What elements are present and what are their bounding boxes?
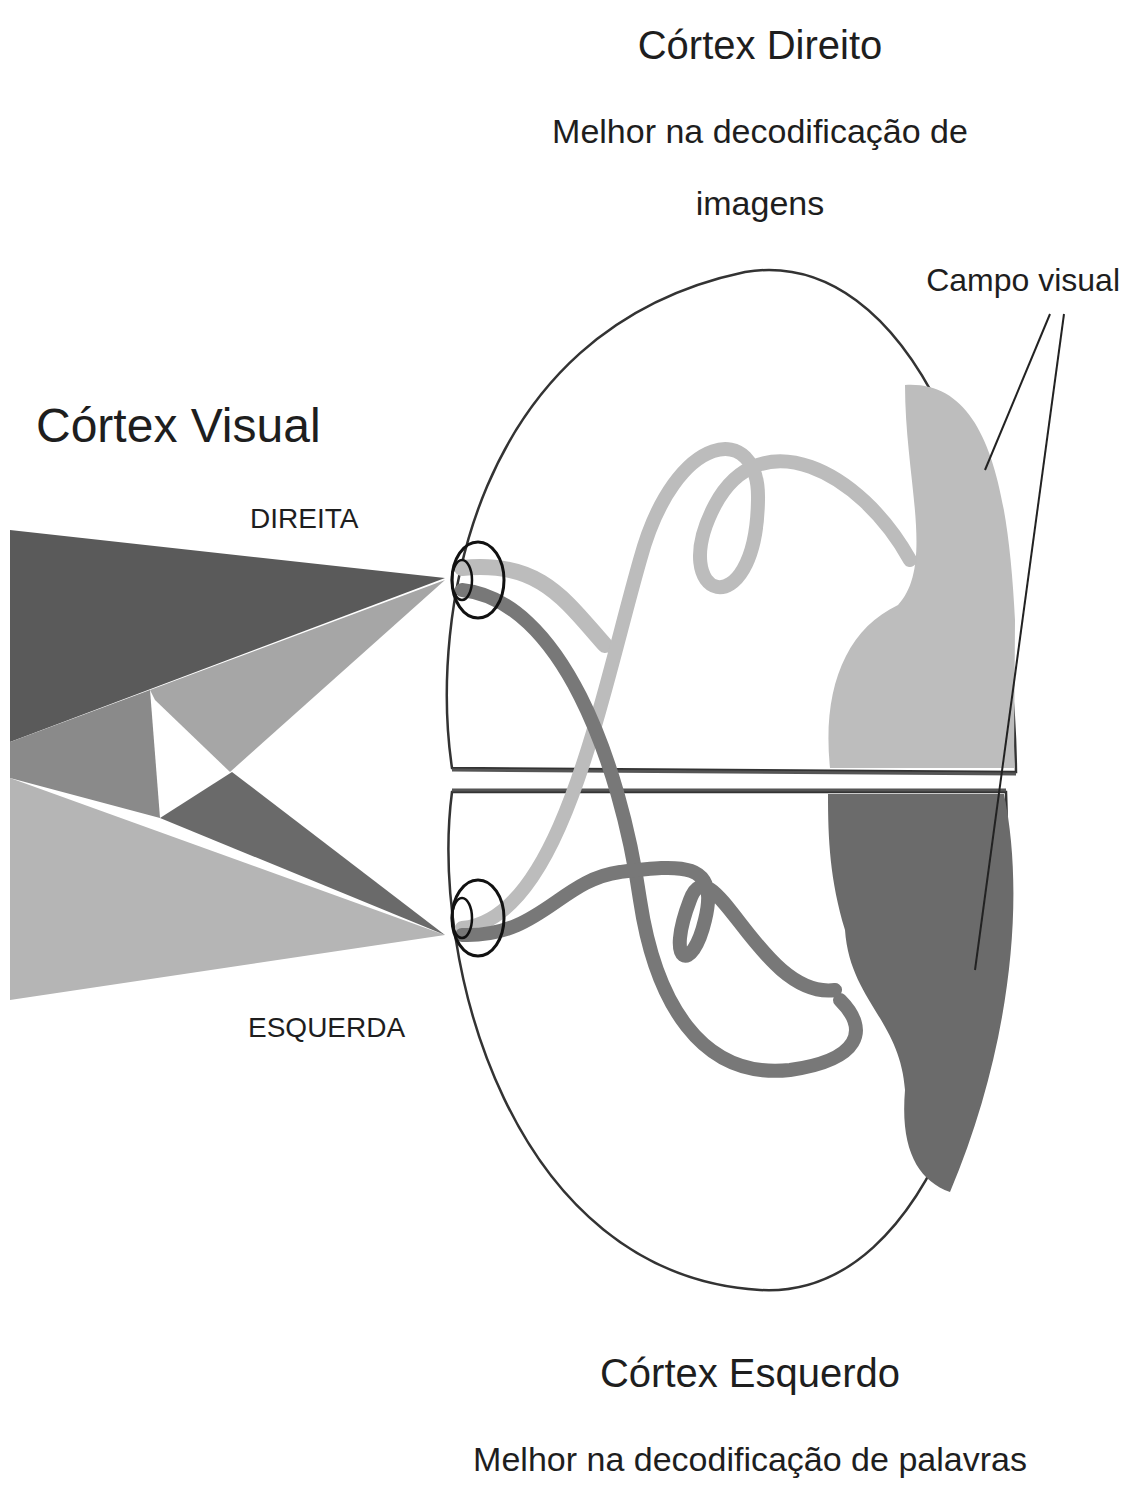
field-cone-overlap <box>10 690 160 818</box>
optic-nerve-light <box>462 449 910 928</box>
leader-line <box>985 314 1050 470</box>
eye-label: DIREITA <box>250 503 450 535</box>
hemisphere-heading: Córtex Esquerdo <box>550 1350 950 1396</box>
midline <box>452 770 1016 774</box>
hemisphere-note: Melhor na decodificação de imagens <box>545 95 975 239</box>
midline <box>452 789 1006 792</box>
visual-field-left <box>828 794 1013 1192</box>
leader-line <box>975 314 1064 970</box>
optic-nerve-dark <box>462 868 835 991</box>
field-cone-light <box>150 580 445 772</box>
field-cone-dark <box>160 772 445 935</box>
eye-lens <box>452 898 472 938</box>
eye-label: ESQUERDA <box>248 1012 468 1044</box>
region-label: Campo visual <box>890 262 1120 299</box>
hemisphere-heading: Córtex Direito <box>560 22 960 68</box>
eye-lens <box>452 560 472 600</box>
hemisphere-note: Melhor na decodificação de palavras <box>390 1440 1110 1479</box>
diagram-title: Córtex Visual <box>36 398 436 453</box>
right-hemisphere <box>447 270 1016 772</box>
optic-nerve-dark <box>462 590 856 1071</box>
eye <box>452 542 504 618</box>
visual-field-right <box>828 385 1015 768</box>
eye <box>452 880 504 956</box>
